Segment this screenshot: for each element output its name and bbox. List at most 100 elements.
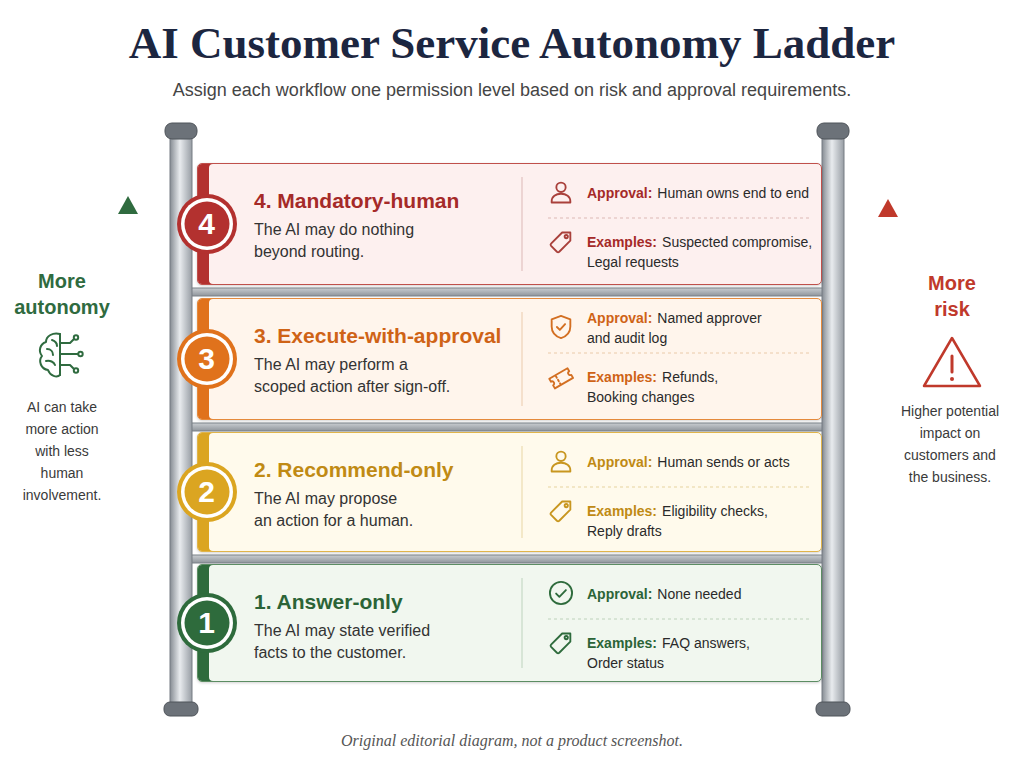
brain-icon — [40, 333, 83, 376]
field-label: Examples: — [587, 503, 657, 519]
warning-icon — [950, 377, 954, 381]
row-icon — [549, 183, 573, 654]
risk-arrow — [878, 199, 898, 217]
ladder-rung — [188, 288, 828, 563]
ladder-rail — [817, 123, 849, 139]
row-separator — [548, 619, 812, 620]
column-divider — [521, 312, 522, 406]
level-band: 3. Execute-with-approvalThe AI may perfo… — [197, 298, 822, 420]
examples-row: Examples:Eligibility checks, Reply draft… — [587, 495, 787, 547]
approval-row: Approval: Human sends or acts — [587, 437, 819, 487]
number-circle-ring — [177, 194, 237, 254]
axis-label: More autonomy — [12, 268, 112, 320]
autonomy-arrow — [126, 210, 130, 262]
field-label: Approval: — [587, 454, 652, 470]
number-circle-ring — [177, 462, 237, 522]
brain-icon — [40, 333, 60, 376]
level-description: The AI may propose an action for a human… — [254, 488, 416, 532]
level-band: 4. Mandatory-humanThe AI may do nothing … — [197, 163, 822, 285]
examples-row: Examples:FAQ answers, Order status — [587, 627, 772, 679]
brain-icon — [74, 335, 78, 339]
level-number-circle: 2 — [176, 461, 238, 523]
row-separator — [548, 218, 812, 619]
caption: Original editorial diagram, not a produc… — [0, 730, 1024, 752]
warning-icon — [924, 338, 980, 386]
field-value: Human sends or acts — [657, 454, 789, 470]
column-divider — [521, 177, 522, 271]
row-icon — [549, 368, 573, 388]
warning-icon — [924, 338, 980, 386]
row-text: Approval: Human sends or acts — [587, 452, 790, 472]
autonomy-arrow — [118, 196, 138, 262]
row-separator — [548, 487, 812, 488]
row-text: Examples:FAQ answers, Order status — [587, 633, 772, 673]
level-number-circle: 1 — [176, 592, 238, 654]
examples-row: Examples:Refunds, Booking changes — [587, 361, 757, 413]
autonomy-arrow — [118, 196, 138, 214]
examples-row: Examples:Suspected compromise, Legal req… — [587, 226, 819, 278]
axis-note: Higher potential impact on customers and… — [895, 400, 1005, 488]
brain-icon — [74, 368, 78, 372]
field-label: Approval: — [587, 185, 652, 201]
level-description: The AI may perform a scoped action after… — [254, 354, 459, 398]
level-number: 4 — [176, 193, 238, 255]
level-band: 1. Answer-onlyThe AI may state verified … — [197, 564, 822, 682]
field-value: Human owns end to end — [657, 185, 809, 201]
level-number: 2 — [176, 461, 238, 523]
approval-row: Approval: None needed — [587, 569, 819, 619]
subtitle: Assign each workflow one permission leve… — [0, 78, 1024, 102]
ladder-rail — [165, 123, 197, 139]
row-icon — [552, 452, 571, 472]
number-circle-ring — [177, 593, 237, 653]
row-text: Examples:Refunds, Booking changes — [587, 367, 757, 407]
level-heading: 1. Answer-only — [254, 589, 519, 615]
ladder-rail — [816, 702, 850, 716]
risk-arrow — [886, 214, 890, 268]
row-icon — [551, 233, 571, 253]
approval-row: Approval: Human owns end to end — [587, 168, 819, 218]
column-divider — [521, 578, 522, 668]
field-label: Approval: — [587, 310, 652, 326]
row-text: Approval: None needed — [587, 584, 741, 604]
brain-icon — [46, 340, 57, 365]
row-icon — [551, 634, 571, 654]
level-number-circle: 3 — [176, 328, 238, 390]
column-divider — [521, 446, 522, 538]
brain-icon — [60, 339, 78, 369]
approval-row: Approval:Named approver and audit log — [587, 303, 777, 353]
level-heading: 4. Mandatory-human — [254, 188, 519, 214]
level-number-circle: 4 — [176, 193, 238, 255]
level-description: The AI may do nothing beyond routing. — [254, 219, 459, 263]
row-text: Examples:Suspected compromise, Legal req… — [587, 232, 819, 272]
axis-label: More risk — [912, 270, 992, 322]
field-label: Examples: — [587, 635, 657, 651]
row-icon — [552, 316, 571, 338]
ladder-rung — [188, 288, 828, 296]
level-number: 3 — [176, 328, 238, 390]
row-icon — [552, 183, 571, 203]
field-label: Approval: — [587, 586, 652, 602]
level-heading: 2. Recommend-only — [254, 457, 519, 483]
row-separator — [548, 353, 812, 354]
ladder-rail — [164, 123, 850, 716]
row-icon — [551, 502, 571, 522]
field-value: None needed — [657, 586, 741, 602]
row-text: Approval: Human owns end to end — [587, 183, 809, 203]
warning-icon — [951, 356, 954, 372]
field-label: Examples: — [587, 369, 657, 385]
number-circle-ring — [177, 329, 237, 389]
level-number: 1 — [176, 592, 238, 654]
brain-icon — [78, 352, 82, 356]
ladder-rung — [188, 555, 828, 563]
row-text: Approval:Named approver and audit log — [587, 308, 777, 348]
column-divider — [521, 177, 522, 668]
brain-icon — [59, 334, 61, 375]
field-label: Examples: — [587, 234, 657, 250]
row-icon — [550, 582, 572, 604]
ladder-rail — [822, 134, 844, 708]
level-heading: 3. Execute-with-approval — [254, 323, 519, 349]
risk-arrow — [878, 199, 898, 268]
